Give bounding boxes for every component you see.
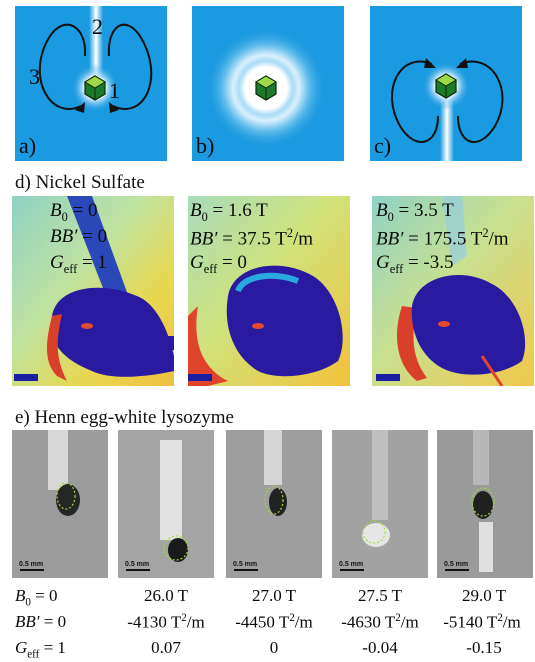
label-2: 2 [92, 14, 103, 39]
left-arrowhead [424, 58, 436, 68]
panel-a-graphic [38, 6, 153, 113]
scale-bar [126, 569, 150, 571]
col4-geff: -0.15 [466, 638, 502, 657]
nickel-map-3: B0 = 3.5 T BB′ = 175.5 T2/m Geff = -3.5 [372, 196, 534, 386]
schematic-panel-b: b) [192, 6, 344, 161]
panel-letter-b: b) [196, 133, 215, 158]
panel-c-graphic [390, 58, 504, 161]
col1-b0: 26.0 T [143, 586, 189, 605]
scale-bar [445, 569, 469, 571]
schematic-panel-c: c) [370, 6, 522, 161]
scale-label: 0.5 mm [444, 561, 469, 568]
col3-bb: -4630 T2/m [341, 612, 419, 632]
row-label-geff: Geff = 1 [15, 638, 66, 661]
col1-geff: 0.07 [151, 638, 181, 657]
col1-bb: -4130 T2/m [127, 612, 205, 632]
crystal-icon [84, 75, 106, 101]
nickel-3-geff: Geff = -3.5 [376, 252, 454, 276]
scale-bar [14, 374, 38, 381]
lysozyme-panel-5: 0.5 mm [437, 430, 533, 578]
scale-label: 0.5 mm [125, 561, 150, 568]
nickel-2-bb: BB′ = 37.5 T2/m [190, 226, 314, 250]
right-arrowhead [109, 102, 119, 113]
nickel-1-geff: Geff = 1 [50, 252, 107, 276]
scale-label: 0.5 mm [339, 561, 364, 568]
nickel-1-bb: BB′ = 0 [50, 226, 108, 247]
col2-b0: 27.0 T [251, 586, 297, 605]
left-flow-loop [390, 60, 439, 143]
nickel-1-b0: B0 = 0 [50, 200, 98, 224]
left-flow-loop [38, 23, 87, 110]
right-flow-loop [107, 23, 153, 110]
lysozyme-panel-2: 0.5 mm [118, 430, 214, 578]
lysozyme-panel-4: 0.5 mm [332, 430, 428, 578]
lysozyme-panel-3: 0.5 mm [226, 430, 322, 578]
panel-letter-c: c) [374, 133, 392, 158]
col4-b0: 29.0 T [461, 586, 507, 605]
scale-label: 0.5 mm [233, 561, 258, 568]
crystal-icon [435, 73, 457, 99]
col4-bb: -5140 T2/m [443, 612, 521, 632]
lysozyme-panel-1: 0.5 mm [12, 430, 108, 578]
nickel-sulfate-title: d) Nickel Sulfate [15, 172, 145, 193]
right-flow-loop [457, 60, 504, 143]
crystal-icon [255, 75, 277, 101]
scale-label: 0.5 mm [19, 561, 44, 568]
nickel-map-1: B0 = 0 BB′ = 0 Geff = 1 [12, 196, 174, 386]
scale-bar [376, 374, 400, 381]
col3-b0: 27.5 T [357, 586, 403, 605]
col2-bb: -4450 T2/m [235, 612, 313, 632]
label-1: 1 [109, 78, 120, 103]
lysozyme-title: e) Henn egg-white lysozyme [15, 407, 234, 428]
nickel-map-2: B0 = 1.6 T BB′ = 37.5 T2/m Geff = 0 [188, 196, 350, 386]
col3-geff: -0.04 [362, 638, 398, 657]
row-label-bb: BB′ = 0 [15, 612, 67, 631]
nickel-2-geff: Geff = 0 [190, 252, 247, 276]
left-arrowhead [75, 102, 85, 113]
row-label-b0: B0 = 0 [15, 586, 58, 609]
right-arrowhead [456, 58, 468, 68]
scale-bar [20, 569, 44, 571]
nickel-2-b0: B0 = 1.6 T [190, 200, 268, 224]
col2-geff: 0 [269, 638, 279, 657]
nickel-3-b0: B0 = 3.5 T [376, 200, 454, 224]
scale-bar [340, 569, 364, 571]
panel-b-graphic [206, 28, 326, 148]
panel-letter-a: a) [19, 133, 37, 158]
schematic-panel-a: 2 3 1 a) [15, 6, 167, 161]
nickel-3-bb: BB′ = 175.5 T2/m [376, 226, 509, 250]
scale-bar [188, 374, 212, 381]
scale-bar [234, 569, 258, 571]
label-3: 3 [29, 64, 40, 89]
